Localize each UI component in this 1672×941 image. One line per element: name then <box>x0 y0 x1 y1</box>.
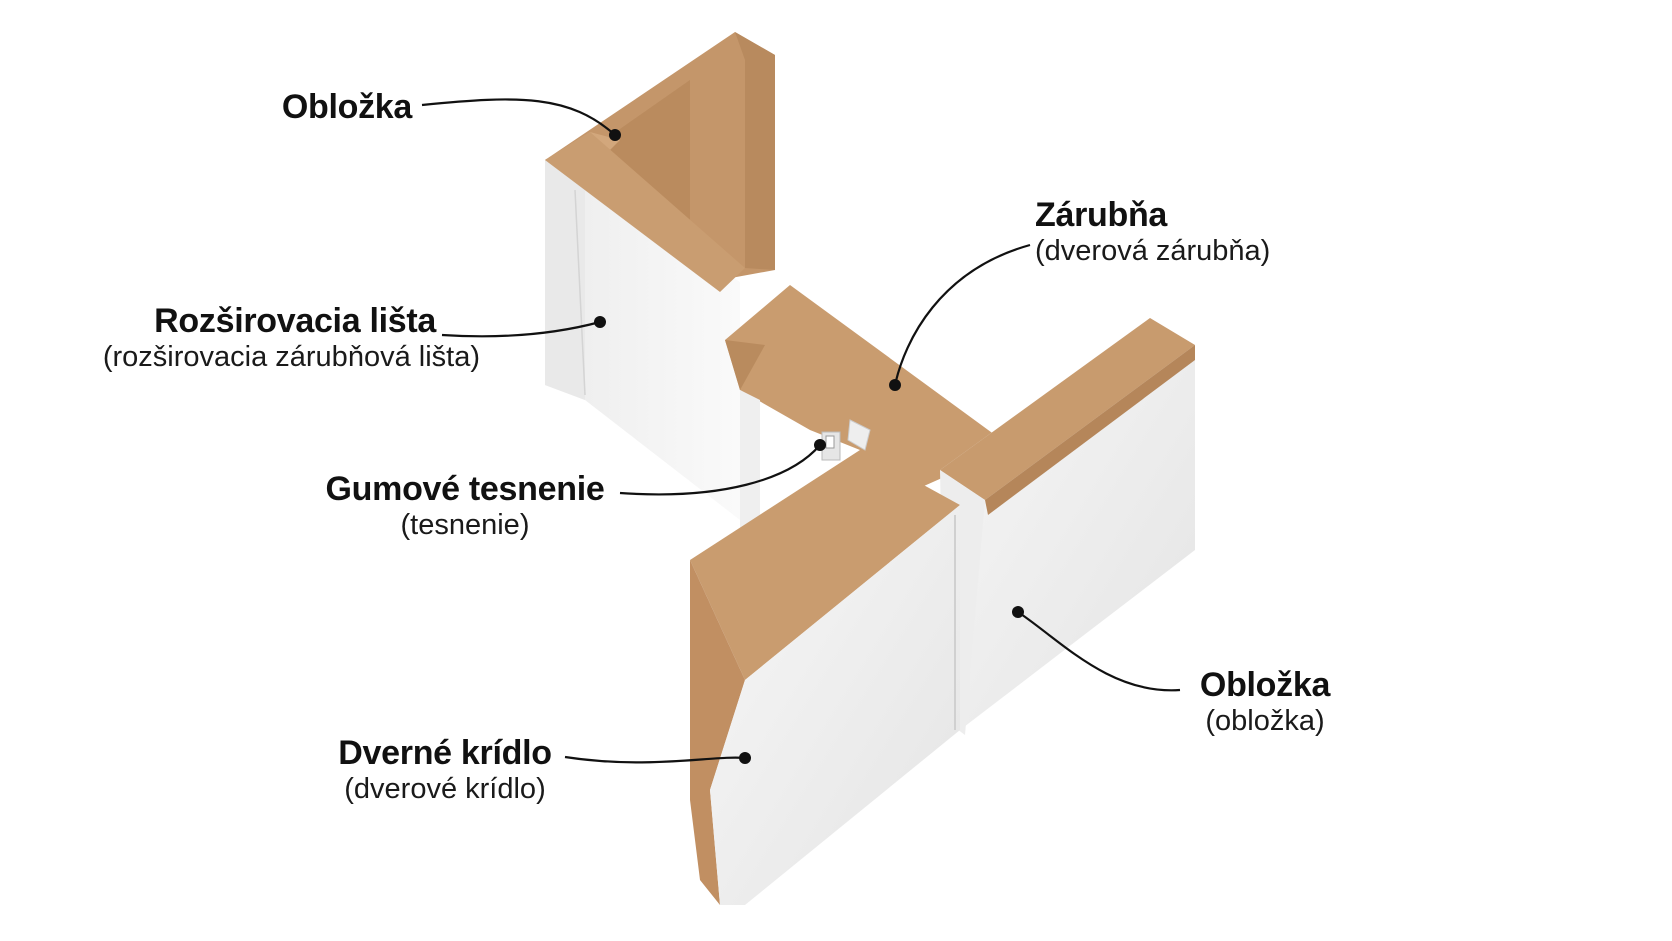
leader-dverne <box>564 755 746 764</box>
label-zarubna: Zárubňa (dverová zárubňa) <box>1035 196 1295 268</box>
label-gumove-subtitle: (tesnenie) <box>400 509 530 542</box>
right-casing <box>940 318 1195 735</box>
leader-lines <box>421 98 1181 764</box>
dot-oblozka-top <box>609 129 621 141</box>
label-oblozka-right-subtitle: (obložka) <box>1205 705 1325 738</box>
dot-rozsirovacia <box>594 316 606 328</box>
label-oblozka-right-title: Obložka <box>1199 666 1331 704</box>
leader-zarubna <box>893 243 1031 386</box>
label-oblozka-top-title: Obložka <box>281 88 412 126</box>
label-rozsirovacia-title: Rozširovacia lišta <box>154 302 436 340</box>
leader-gumove <box>619 444 821 496</box>
label-dverne-subtitle: (dverové krídlo) <box>344 773 546 806</box>
extension-strip <box>545 132 745 520</box>
label-oblozka-top: Obložka <box>240 88 412 127</box>
dot-zarubna <box>889 379 901 391</box>
door-leaf <box>690 450 960 905</box>
dot-oblozka-right <box>1012 606 1024 618</box>
label-oblozka-right: Obložka (obložka) <box>1185 666 1345 738</box>
label-zarubna-subtitle: (dverová zárubňa) <box>1035 235 1271 268</box>
leader-oblozka-top <box>421 98 616 136</box>
label-gumove: Gumové tesnenie (tesnenie) <box>315 470 615 542</box>
label-dverne: Dverné krídlo (dverové krídlo) <box>335 734 555 806</box>
leader-oblozka-right <box>1017 611 1181 692</box>
label-zarubna-title: Zárubňa <box>1035 196 1168 234</box>
label-gumove-title: Gumové tesnenie <box>325 470 605 508</box>
label-rozsirovacia-subtitle: (rozširovacia zárubňová lišta) <box>102 341 480 374</box>
leader-rozsirovacia <box>441 320 601 338</box>
dot-dverne <box>739 752 751 764</box>
leader-dots <box>594 129 1024 764</box>
label-dverne-title: Dverné krídlo <box>338 734 552 772</box>
label-rozsirovacia: Rozširovacia lišta (rozširovacia zárubňo… <box>60 302 480 374</box>
frame-top <box>725 285 995 540</box>
dot-gumove <box>814 439 826 451</box>
